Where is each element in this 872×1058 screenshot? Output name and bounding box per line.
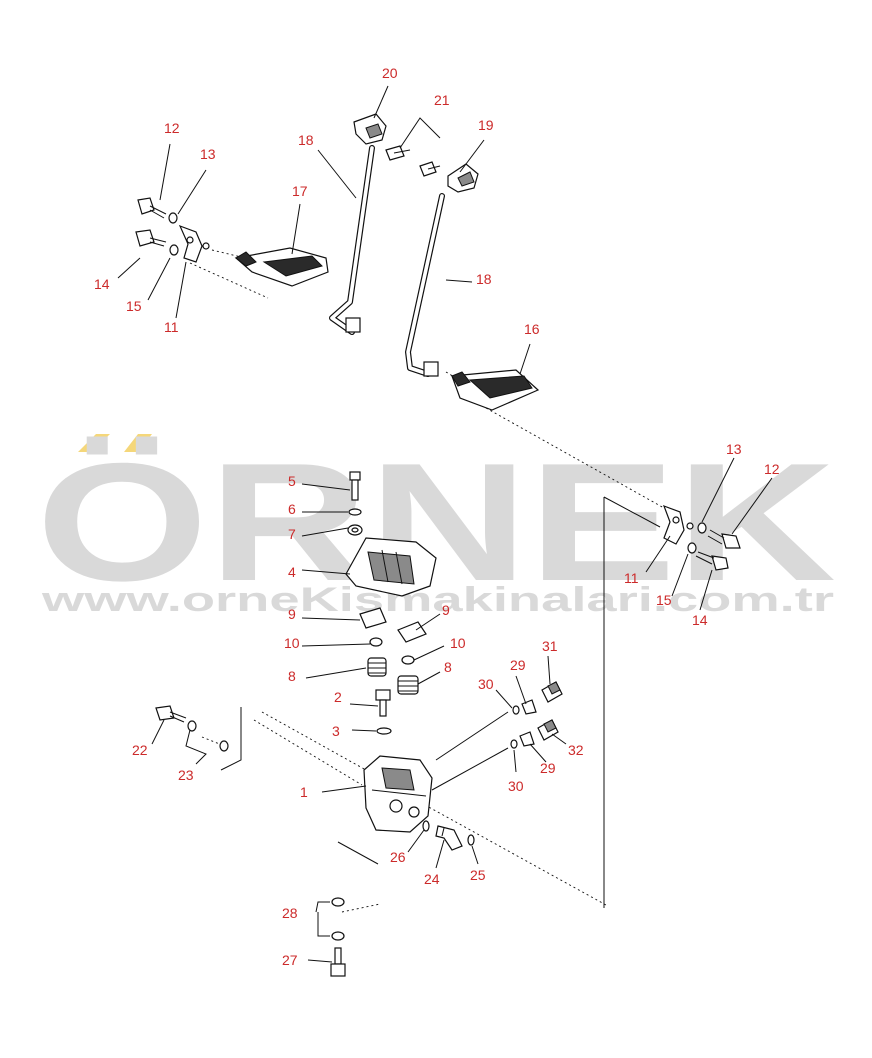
bolt-2 (375, 689, 391, 717)
valve-body-1 (363, 755, 433, 833)
callout-30-lower: 30 (508, 778, 524, 794)
washer-15-left (169, 244, 179, 256)
washer-13-left (168, 212, 178, 224)
callout-22: 22 (132, 742, 148, 758)
nut-7 (347, 524, 363, 536)
o-ring-25 (467, 834, 475, 846)
elbow-fitting-24 (435, 825, 463, 851)
washer-3 (376, 727, 392, 735)
lever-rod-18-right (405, 193, 445, 377)
bolt-22 (155, 705, 187, 723)
callout-30-upper: 30 (478, 676, 494, 692)
callout-18-upper: 18 (298, 132, 314, 148)
callout-24: 24 (424, 871, 440, 887)
callout-21: 21 (434, 92, 450, 108)
callout-2: 2 (334, 689, 342, 705)
callout-18-lower: 18 (476, 271, 492, 287)
watermark: ÖRNEK www.orneKismakinalari.com.tr (36, 428, 836, 619)
plate-9-left (359, 607, 387, 629)
callout-17: 17 (292, 183, 308, 199)
callout-27: 27 (282, 952, 298, 968)
spring-8-left (367, 657, 387, 677)
callout-15-left: 15 (126, 298, 142, 314)
callout-7: 7 (288, 526, 296, 542)
callout-numbers: 20 21 19 18 12 13 17 18 14 15 11 16 13 1… (94, 65, 780, 968)
fitting-29-lower (519, 731, 535, 747)
fitting-29-upper (521, 699, 537, 715)
callout-23: 23 (178, 767, 194, 783)
callout-9-right: 9 (442, 602, 450, 618)
bracket-11-left (178, 224, 210, 263)
callout-20: 20 (382, 65, 398, 81)
watermark-accent-right (124, 434, 152, 452)
callout-8-left: 8 (288, 668, 296, 684)
plate-9-right (397, 621, 427, 643)
callout-14-right: 14 (692, 612, 708, 628)
bracket-11-right (662, 504, 694, 545)
callout-10-right: 10 (450, 635, 466, 651)
assembly-frames (220, 496, 661, 908)
pedal-16 (451, 369, 540, 411)
washer-28-upper (331, 897, 345, 907)
callout-13-right: 13 (726, 441, 742, 457)
callout-10-left: 10 (284, 635, 300, 651)
assembly-lines (189, 249, 665, 913)
watermark-brand: ÖRNEK (36, 428, 836, 616)
callout-16: 16 (524, 321, 540, 337)
bolt-14-left (135, 229, 167, 247)
washer-23-b (219, 740, 229, 752)
callout-9-left: 9 (288, 606, 296, 622)
callout-1: 1 (300, 784, 308, 800)
callout-4: 4 (288, 564, 296, 580)
callout-32: 32 (568, 742, 584, 758)
bolt-27 (330, 947, 346, 977)
watermark-url: www.orneKismakinalari.com.tr (40, 581, 834, 619)
callout-28: 28 (282, 905, 298, 921)
pedal-cap-20 (353, 113, 387, 145)
callout-29-lower: 29 (540, 760, 556, 776)
callout-12-right: 12 (764, 461, 780, 477)
callout-15-right: 15 (656, 592, 672, 608)
o-ring-30-lower (510, 739, 518, 749)
callout-11-right: 11 (624, 570, 639, 586)
washer-6 (348, 508, 362, 516)
watermark-accent-left (78, 434, 110, 452)
callout-13-left: 13 (200, 146, 216, 162)
callout-12-left: 12 (164, 120, 180, 136)
callout-31: 31 (542, 638, 558, 654)
callout-3: 3 (332, 723, 340, 739)
washer-15-right (687, 542, 697, 554)
callout-8-right: 8 (444, 659, 452, 675)
callout-11-left: 11 (164, 319, 179, 335)
bolt-14-right (695, 551, 729, 571)
spring-8-right (397, 675, 419, 695)
callout-29-upper: 29 (510, 657, 526, 673)
callout-14-left: 14 (94, 276, 110, 292)
bolt-pair-21 (385, 145, 441, 177)
bolt-12-left (137, 197, 167, 219)
bolt-12-right (707, 529, 741, 549)
o-ring-26 (422, 820, 430, 832)
callout-19: 19 (478, 117, 494, 133)
ring-10-left (369, 637, 383, 647)
washer-23-a (187, 720, 197, 732)
bolt-5 (349, 471, 361, 501)
callout-6: 6 (288, 501, 296, 517)
o-ring-30-upper (512, 705, 520, 715)
callout-leaders (117, 85, 773, 963)
pedal-17 (234, 247, 329, 287)
callout-26: 26 (390, 849, 406, 865)
washer-28-lower (331, 931, 345, 941)
washer-13-right (697, 522, 707, 534)
connector-31 (541, 681, 563, 703)
connector-32 (537, 719, 559, 741)
callout-5: 5 (288, 473, 296, 489)
callout-25: 25 (470, 867, 486, 883)
lever-rod-18-left (329, 145, 375, 335)
cover-4 (345, 537, 437, 597)
ring-10-right (401, 655, 415, 665)
